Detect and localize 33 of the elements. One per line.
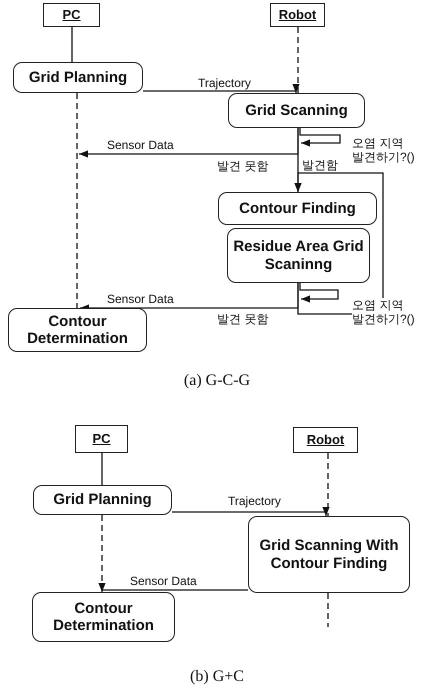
activity-box: Contour Determination — [32, 592, 175, 642]
edge-label: Trajectory — [198, 76, 251, 90]
activity-box: Grid Scanning With Contour Finding — [248, 516, 410, 593]
activity-box: Contour Determination — [8, 308, 147, 352]
lifeline — [297, 27, 299, 93]
self-message-arrow — [299, 283, 339, 303]
lifeline-header: Robot — [270, 3, 325, 27]
lifeline-header: PC — [75, 425, 128, 453]
message-arrow — [172, 506, 330, 516]
self-message-arrow — [299, 128, 341, 147]
activity-box: Contour Finding — [218, 192, 377, 225]
activity-box: Grid Planning — [33, 485, 172, 515]
edge-label: Sensor Data — [107, 138, 174, 152]
activity-box: Grid Planning — [13, 62, 143, 93]
lifeline — [327, 593, 329, 627]
message-note: 발견 못함 — [217, 158, 268, 175]
message-arrow — [98, 582, 248, 592]
figure-caption: (b) G+C — [190, 668, 244, 686]
connector-line — [101, 453, 103, 485]
lifeline — [327, 453, 329, 516]
connector-line — [71, 27, 73, 62]
edge-label: Sensor Data — [107, 292, 174, 306]
message-note: 발견 못함 — [217, 311, 268, 328]
lifeline-header: Robot — [293, 427, 358, 453]
lifeline-header: PC — [43, 3, 100, 27]
edge-label: Trajectory — [228, 494, 281, 508]
lifeline — [76, 93, 78, 308]
edge-label: 발견함 — [302, 158, 338, 172]
activity-box: Residue Area Grid Scaninng — [227, 228, 370, 283]
message-arrow — [143, 84, 300, 93]
edge-label: Sensor Data — [130, 574, 197, 588]
figure-caption: (a) G-C-G — [184, 372, 250, 390]
activity-box: Grid Scanning — [228, 93, 365, 128]
